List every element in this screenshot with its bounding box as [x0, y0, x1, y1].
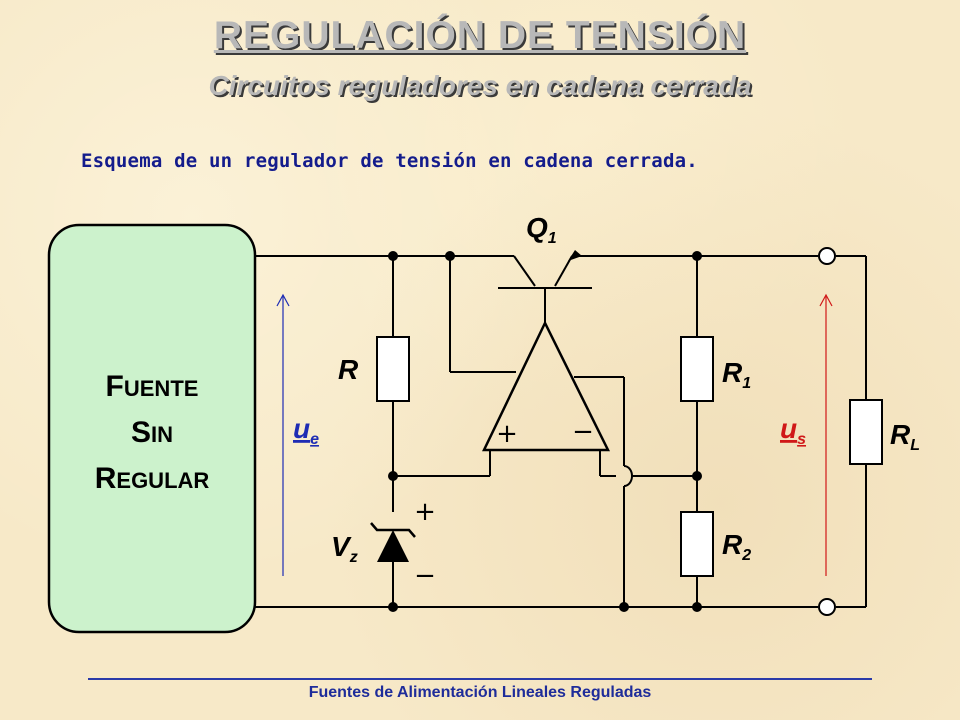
- r-label: R: [338, 354, 359, 385]
- resistor-r2: [680, 511, 714, 577]
- output-voltage-arrow: [819, 293, 833, 576]
- resistor-r1: [680, 336, 714, 402]
- footer-divider: [88, 678, 872, 680]
- q1-label: Q1: [526, 212, 557, 247]
- transistor-collector-leg: [513, 255, 536, 287]
- slide-title: REGULACIÓN DE TENSIÓN: [213, 14, 747, 57]
- unregulated-source-block: [47, 223, 257, 634]
- opamp-plus-sign: +: [496, 419, 518, 449]
- ue-label: ue: [293, 413, 319, 448]
- zener-minus-sign: −: [414, 561, 436, 591]
- opamp-minus-sign: −: [572, 417, 594, 447]
- us-label: us: [780, 413, 806, 448]
- opamp-triangle: [482, 320, 611, 452]
- output-terminal-bottom: [818, 598, 836, 616]
- vz-label: Vz: [331, 531, 358, 566]
- footer-text: Fuentes de Alimentación Lineales Regulad…: [308, 684, 652, 701]
- rl-label: RL: [890, 419, 920, 454]
- slide-subtitle: Circuitos reguladores en cadena cerrada: [208, 70, 752, 101]
- source-label-line3: REGULAR: [95, 462, 210, 495]
- r1-label: R1: [722, 357, 751, 392]
- zener-plus-sign: +: [414, 497, 436, 527]
- transistor-emitter-leg: [554, 255, 573, 287]
- input-voltage-arrow: [276, 293, 290, 576]
- zener-diode-icon: [377, 530, 409, 562]
- r2-label: R2: [722, 529, 751, 564]
- output-terminal-top: [818, 247, 836, 265]
- resistor-rl: [849, 399, 883, 465]
- resistor-r: [376, 336, 410, 402]
- source-label-line1: FUENTE: [106, 370, 199, 403]
- junction-dots: [388, 251, 702, 612]
- diagram-caption: Esquema de un regulador de tensión en ca…: [81, 150, 698, 172]
- source-label-line2: SIN: [131, 416, 173, 449]
